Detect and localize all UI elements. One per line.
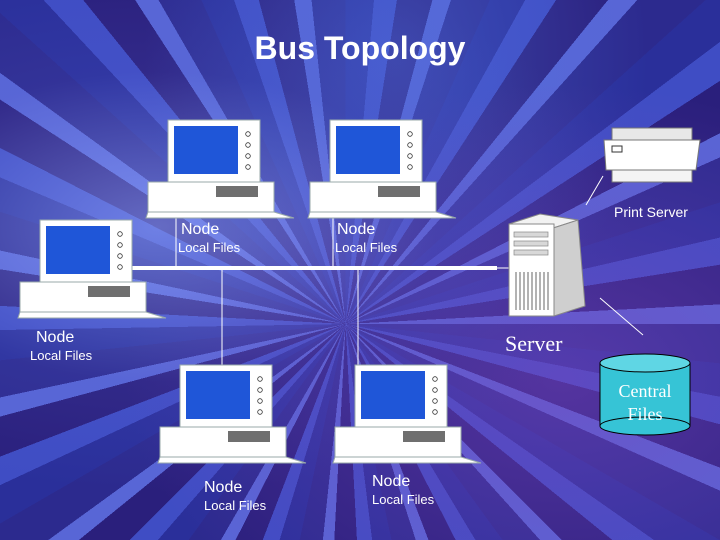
central-files-label-line1: Central bbox=[618, 381, 672, 401]
node-files-label: Local Files bbox=[335, 240, 398, 255]
computer-icon bbox=[332, 364, 482, 464]
computer-icon bbox=[307, 119, 457, 219]
central-files-label-line2: Files bbox=[627, 404, 663, 424]
database-cylinder-icon bbox=[599, 353, 691, 436]
server-label: Server bbox=[505, 331, 563, 356]
node-label: Node bbox=[372, 473, 411, 490]
node-label: Node bbox=[36, 329, 75, 346]
node-label: Node bbox=[204, 479, 243, 496]
printer-icon bbox=[603, 127, 701, 183]
node-label: Node bbox=[181, 221, 220, 238]
computer-icon bbox=[157, 364, 307, 464]
node-files-label: Local Files bbox=[204, 498, 267, 513]
node-label: Node bbox=[337, 221, 376, 238]
computer-icon bbox=[145, 119, 295, 219]
node-files-label: Local Files bbox=[178, 240, 241, 255]
page-title: Bus Topology bbox=[254, 30, 466, 66]
print-server-label: Print Server bbox=[614, 204, 688, 220]
server-tower-icon bbox=[508, 213, 586, 317]
node-files-label: Local Files bbox=[372, 492, 435, 507]
drop-lines bbox=[85, 175, 644, 365]
node-files-label: Local Files bbox=[30, 348, 93, 363]
